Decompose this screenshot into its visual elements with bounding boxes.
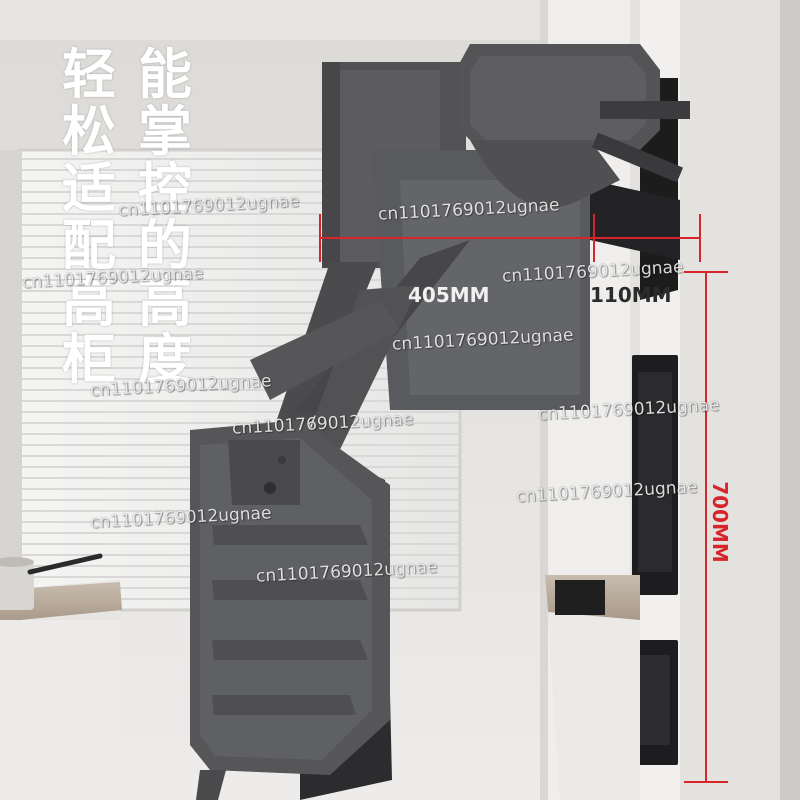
headline-char: 控 bbox=[138, 157, 192, 220]
cooking-pot bbox=[0, 553, 103, 610]
blind-slat bbox=[22, 345, 458, 347]
lift-arms bbox=[250, 240, 470, 470]
lowered-cabinet bbox=[190, 420, 392, 800]
lift-mechanism-head bbox=[458, 44, 690, 208]
blind-slat bbox=[22, 334, 458, 336]
headline-char: 的 bbox=[138, 214, 192, 277]
blind-slat bbox=[22, 180, 458, 182]
headline-char: 配 bbox=[62, 214, 116, 277]
blind-slat bbox=[22, 279, 458, 281]
drop-dimension-line bbox=[684, 271, 728, 783]
headline-char: 松 bbox=[62, 100, 116, 163]
headline-char: 高 bbox=[138, 271, 192, 334]
depth-label: 405MM bbox=[408, 283, 490, 307]
headline-char: 轻 bbox=[62, 43, 116, 106]
headline-char: 能 bbox=[138, 43, 192, 106]
blind-slat bbox=[22, 389, 458, 391]
blind-slat bbox=[22, 213, 458, 215]
blind-slat bbox=[22, 312, 458, 314]
blind-slat bbox=[22, 356, 458, 358]
blind-slat bbox=[22, 235, 458, 237]
headline-column-left: 轻松适配高柜 bbox=[62, 46, 116, 388]
headline-char: 度 bbox=[138, 328, 192, 391]
blind-slat bbox=[22, 301, 458, 303]
blind-slat bbox=[22, 158, 458, 160]
blind-slat bbox=[22, 400, 458, 402]
headline-char: 掌 bbox=[138, 100, 192, 163]
headline-char: 高 bbox=[62, 271, 116, 334]
headline-column-right: 能掌控的高度 bbox=[138, 46, 192, 388]
blind-slat bbox=[22, 224, 458, 226]
upper-cabinet bbox=[322, 62, 590, 410]
blind-slat bbox=[22, 268, 458, 270]
blind-slat bbox=[22, 202, 458, 204]
blind-slat bbox=[22, 169, 458, 171]
blind-slat bbox=[22, 246, 458, 248]
blind-slat bbox=[22, 367, 458, 369]
blind-slat bbox=[22, 422, 458, 424]
blind-slat bbox=[22, 191, 458, 193]
blind-slat bbox=[22, 411, 458, 413]
blind-slat bbox=[22, 290, 458, 292]
headline-char: 柜 bbox=[62, 328, 116, 391]
blind-slat bbox=[22, 378, 458, 380]
offset-dimension-line bbox=[594, 214, 701, 262]
drop-label: 700MM bbox=[708, 481, 732, 563]
oven-appliances bbox=[632, 355, 678, 765]
offset-label: 110MM bbox=[590, 283, 672, 307]
blind-slat bbox=[22, 257, 458, 259]
headline-char: 适 bbox=[62, 157, 116, 220]
blind-slat bbox=[22, 323, 458, 325]
